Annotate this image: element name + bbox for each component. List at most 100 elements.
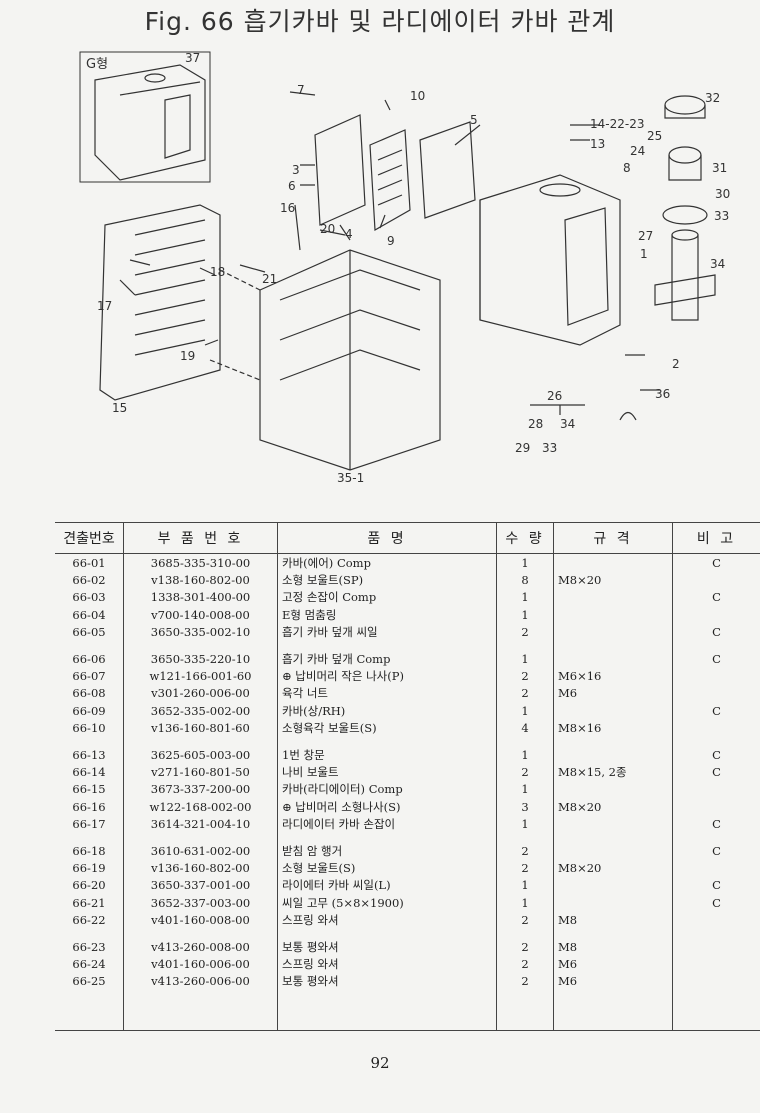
cell-note: [672, 606, 760, 624]
cell-note: C: [672, 745, 760, 764]
callout: 34: [710, 257, 725, 271]
cell-name: 받침 암 행거: [277, 841, 497, 860]
cell-note: [672, 719, 760, 737]
cell-spec: [553, 894, 673, 912]
cell-index: 66-19: [72, 860, 106, 875]
cell-note: C: [672, 588, 760, 607]
cell-qty: 1: [496, 553, 554, 572]
cell-name: 스프링 와셔: [277, 911, 497, 929]
cell-qty: 1: [496, 815, 554, 833]
cell-qty: 3: [496, 798, 554, 816]
cell-part-number: 1338-301-400-00: [123, 588, 278, 607]
cell-index: 66-07: [72, 669, 106, 684]
cell-index: 66-20: [72, 878, 106, 893]
cell-name: ⊕ 납비머리 작은 나사(P): [277, 667, 497, 685]
cell-spec: M6: [553, 972, 673, 990]
cell-index: 66-21: [72, 895, 106, 910]
cell-index: 66-17: [72, 817, 106, 832]
cell-spec: M6×16: [553, 667, 673, 685]
cell-spec: [553, 876, 673, 895]
cell-name: 흡기 카바 덮개 Comp: [277, 649, 497, 668]
cell-qty: 1: [496, 588, 554, 607]
callout: 17: [97, 299, 112, 313]
cell-spec: M6: [553, 684, 673, 703]
callout: 10: [410, 89, 425, 103]
cell-note: C: [672, 763, 760, 781]
cell-spec: M8×20: [553, 571, 673, 589]
cell-spec: M8×16: [553, 719, 673, 737]
cell-spec: M6: [553, 955, 673, 973]
callout: 36: [655, 387, 670, 401]
callout: 18: [210, 265, 225, 279]
cell-note: [672, 937, 760, 956]
cell-note: C: [672, 894, 760, 912]
cell-name: 카바(에어) Comp: [277, 553, 497, 572]
cell-spec: [553, 588, 673, 607]
cell-spec: M8×20: [553, 859, 673, 877]
col-header-part-number: 부 품 번 호: [123, 522, 278, 554]
cell-part-number: 3673-337-200-00: [123, 780, 278, 799]
callout: 19: [180, 349, 195, 363]
callout: 5: [470, 113, 478, 127]
cell-index: 66-01: [72, 555, 106, 570]
cell-index: 66-16: [72, 799, 106, 814]
cell-qty: 2: [496, 859, 554, 877]
cell-spec: [553, 780, 673, 799]
table-header-row: 견출번호 부 품 번 호 품 명 수 량 규 격 비 고: [55, 522, 760, 554]
cell-index: 66-06: [72, 651, 106, 666]
diagram-svg: G형 37 7 10 5 3 6 4 9 16 20 14-22-23 13 3…: [79, 51, 730, 485]
cell-index: 66-25: [72, 974, 106, 989]
cell-index: 66-10: [72, 721, 106, 736]
cell-index: 66-18: [72, 843, 106, 858]
cell-spec: [553, 815, 673, 833]
cell-part-number: v271-160-801-50: [123, 763, 278, 781]
cell-index: 66-05: [72, 625, 106, 640]
callout: 2: [672, 357, 680, 371]
callout: 16: [280, 201, 295, 215]
cell-name: 소형 보울트(SP): [277, 571, 497, 589]
callout: 4: [345, 227, 353, 241]
group-spacer: [55, 928, 760, 938]
cell-note: C: [672, 553, 760, 572]
cell-qty: 2: [496, 972, 554, 990]
callout: 7: [297, 83, 305, 97]
radiator-cover-shape: [99, 204, 221, 401]
figure-title: Fig. 66 흡기카바 및 라디에이터 카바 관계: [144, 7, 616, 36]
inset-cover-shape: [94, 64, 206, 181]
cell-qty: 2: [496, 623, 554, 641]
callout: 6: [288, 179, 296, 193]
cell-name: 흡기 카바 덮개 씨일: [277, 623, 497, 641]
cell-spec: M8: [553, 911, 673, 929]
cell-note: [672, 667, 760, 685]
cell-spec: M8: [553, 937, 673, 956]
cell-part-number: 3610-631-002-00: [123, 841, 278, 860]
cell-part-number: v136-160-801-60: [123, 719, 278, 737]
cell-qty: 4: [496, 719, 554, 737]
callout: 1: [640, 247, 648, 261]
cell-name: E형 멈춤링: [277, 606, 497, 624]
callout: 20: [320, 222, 335, 236]
callout: 3: [292, 163, 300, 177]
cell-part-number: v401-160-008-00: [123, 911, 278, 929]
cell-name: ⊕ 납비머리 소형나사(S): [277, 798, 497, 816]
page-number: 92: [370, 1054, 390, 1072]
cell-spec: [553, 841, 673, 860]
cell-spec: M8×15, 2종: [553, 763, 673, 781]
col-header-index: 견출번호: [55, 522, 124, 554]
cell-qty: 1: [496, 745, 554, 764]
callout: 37: [185, 51, 200, 65]
cell-name: 나비 보울트: [277, 763, 497, 781]
cell-name: 카바(상/RH): [277, 702, 497, 720]
small-cover-shape: [314, 114, 366, 226]
cell-note: C: [672, 815, 760, 833]
